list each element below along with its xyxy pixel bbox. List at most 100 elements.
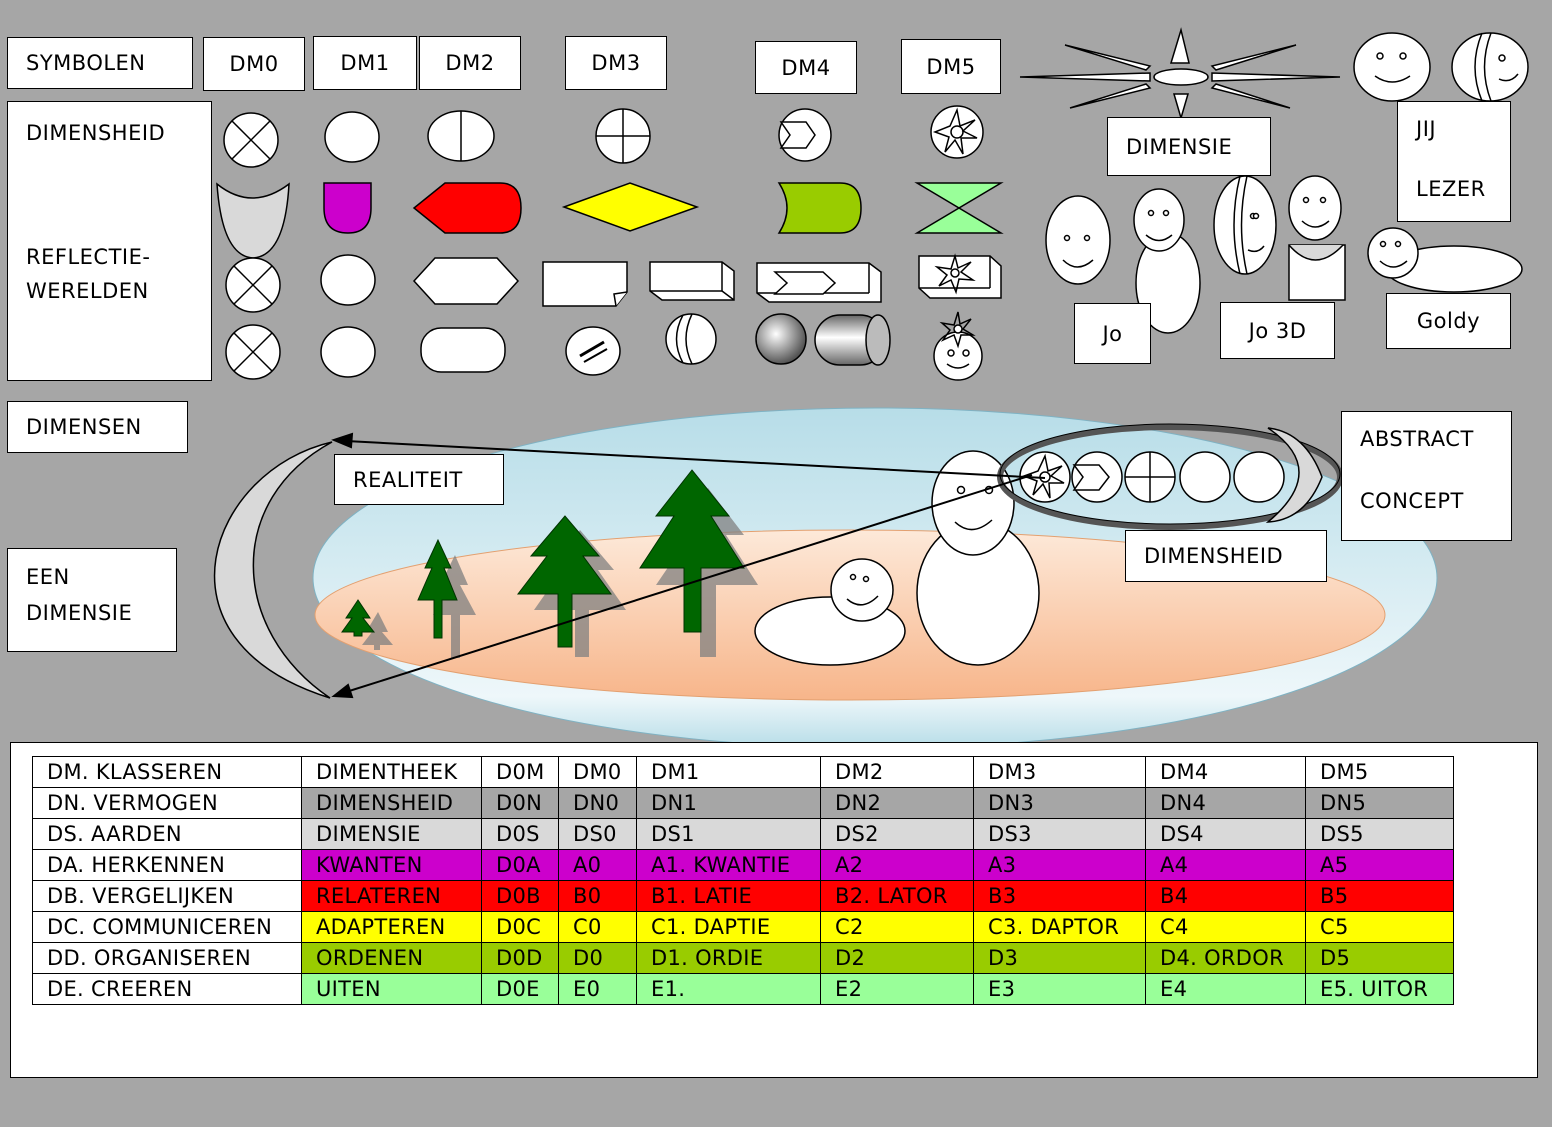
jo-3d-face-icon: [1213, 175, 1277, 275]
jo-text: Jo: [1102, 321, 1123, 346]
quartered-circle-icon: [1124, 451, 1176, 503]
star-face-icon: [933, 311, 983, 381]
goldy-label: Goldy: [1386, 293, 1511, 349]
row-header-cell: DM. KLASSEREN: [32, 756, 302, 788]
tree-icon: [341, 599, 376, 637]
table-cell: E5. UITOR: [1305, 973, 1454, 1005]
chevron-box-icon: [756, 262, 882, 303]
tree-icon: [639, 469, 745, 633]
table-cell: A3: [973, 849, 1146, 881]
table-cell: B0: [558, 880, 637, 912]
jo3d-text: Jo 3D: [1248, 318, 1307, 343]
concept-text: CONCEPT: [1360, 489, 1464, 513]
row-header-cell: DN. VERMOGEN: [32, 787, 302, 819]
table-cell: DS2: [820, 818, 974, 850]
dm3-label: DM3: [565, 36, 667, 90]
row-header-cell: DC. COMMUNICEREN: [32, 911, 302, 943]
table-cell: C4: [1145, 911, 1306, 943]
row-header-cell: DB. VERGELIJKEN: [32, 880, 302, 912]
dm2-label: DM2: [419, 36, 521, 90]
goldy-icon: [1367, 227, 1523, 293]
tree-icon: [417, 538, 458, 639]
table-cell: ADAPTEREN: [301, 911, 482, 943]
table-cell: D0C: [481, 911, 559, 943]
table-cell: C3. DAPTOR: [973, 911, 1146, 943]
dimensen-label: DIMENSEN: [7, 401, 188, 453]
symbolen-text: SYMBOLEN: [26, 51, 146, 75]
goldy-figure: [754, 558, 906, 666]
sphere-icon: [755, 313, 807, 365]
oval-icon: [320, 326, 376, 378]
dm4-text: DM4: [781, 55, 831, 80]
reflectie-text: REFLECTIE-: [26, 245, 151, 269]
table-cell: C2: [820, 911, 974, 943]
3d-face-icon: [1451, 32, 1529, 102]
compass-star-icon: [1019, 27, 1341, 121]
table-cell: C0: [558, 911, 637, 943]
table-cell: E3: [973, 973, 1146, 1005]
shield-icon: [323, 182, 372, 234]
trees: [341, 469, 745, 648]
smiley-face-icon: [1353, 32, 1431, 102]
hexagon-icon: [412, 257, 520, 305]
dm3-text: DM3: [591, 51, 641, 75]
dimensheid-scene-label: DIMENSHEID: [1125, 530, 1327, 582]
red-display-icon: [412, 182, 522, 234]
star-box-icon: [918, 253, 1002, 299]
quartered-circle-icon: [595, 108, 651, 164]
chevron-circle-icon: [1071, 451, 1123, 503]
table-cell: D0D: [481, 942, 559, 974]
table-cell: DIMENTHEEK: [301, 756, 482, 788]
dimensheid-reflectie-label: DIMENSHEID REFLECTIE- WERELDEN: [7, 101, 212, 381]
large-crescent-icon: [213, 441, 333, 699]
crescent-icon: [1265, 427, 1323, 523]
table-cell: RELATEREN: [301, 880, 482, 912]
table-cell: D0A: [481, 849, 559, 881]
table-cell: DM3: [973, 756, 1146, 788]
globe-icon: [665, 313, 717, 365]
oval-icon: [324, 111, 380, 163]
realiteit-text: REALITEIT: [353, 467, 463, 492]
dimensheid-scene-text: DIMENSHEID: [1144, 544, 1284, 568]
table-cell: E4: [1145, 973, 1306, 1005]
jo-figure: [916, 450, 1040, 666]
table-cell: D0: [558, 942, 637, 974]
reflection-arrows: [331, 432, 1046, 699]
table-cell: DIMENSIE: [301, 818, 482, 850]
lezer-text: LEZER: [1416, 177, 1486, 201]
table-cell: D3: [973, 942, 1146, 974]
table-cell: D0E: [481, 973, 559, 1005]
table-cell: DN1: [636, 787, 821, 819]
circle-icon: [1233, 451, 1285, 503]
dm4-label: DM4: [755, 41, 857, 94]
table-cell: D5: [1305, 942, 1454, 974]
reflection-scene: [213, 407, 1438, 749]
jij-lezer-label: JIJ LEZER: [1397, 101, 1511, 222]
table-cell: DS5: [1305, 818, 1454, 850]
table-cell: C1. DAPTIE: [636, 911, 821, 943]
abstract-concept-label: ABSTRACT CONCEPT: [1341, 411, 1512, 541]
table-cell: D0B: [481, 880, 559, 912]
table-cell: B4: [1145, 880, 1306, 912]
dm5-text: DM5: [926, 54, 976, 79]
symbolen-label: SYMBOLEN: [7, 37, 193, 89]
table-cell: DN0: [558, 787, 637, 819]
dm0-text: DM0: [229, 52, 279, 76]
werelden-text: WERELDEN: [26, 279, 149, 303]
table-cell: ORDENEN: [301, 942, 482, 974]
goldy-text: Goldy: [1416, 309, 1481, 333]
table-cell: DN2: [820, 787, 974, 819]
table-cell: KWANTEN: [301, 849, 482, 881]
jo-body-icon: [1133, 188, 1201, 334]
table-cell: A1. KWANTIE: [636, 849, 821, 881]
table-cell: DN3: [973, 787, 1146, 819]
table-cell: D4. ORDOR: [1145, 942, 1306, 974]
crossed-circle-icon: [225, 257, 281, 313]
table-cell: D1. ORDIE: [636, 942, 821, 974]
dimensen-text: DIMENSEN: [26, 415, 142, 439]
